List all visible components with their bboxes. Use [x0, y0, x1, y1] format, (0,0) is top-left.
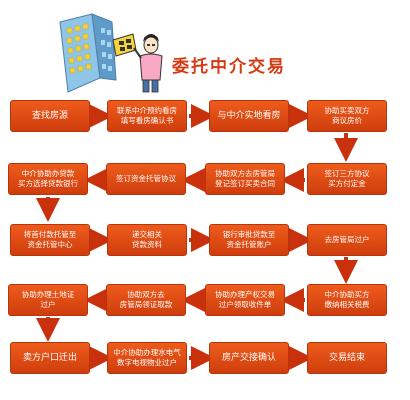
- step-receipt: 协助办理产权交易 过户领取收件单: [205, 284, 285, 316]
- step-label: 卖方户口迁出: [22, 352, 77, 363]
- step-label: 协助办理产权交易 过户领取收件单: [215, 290, 275, 309]
- step-label: 递交相关 贷款资料: [132, 230, 162, 249]
- step-utilities-transfer: 中介协助办理水电气 数字电视物业过户: [107, 342, 187, 374]
- step-label: 银行审批贷款至 资金托管账户: [222, 230, 276, 249]
- hero-illustration: [59, 13, 163, 93]
- step-label: 协助办理土地证 过户: [21, 290, 75, 309]
- step-hukou-move: 卖方户口迁出: [10, 342, 90, 374]
- step-label: 将首付款托管至 资金托管中心: [23, 230, 77, 249]
- step-negotiate-price: 协助买卖双方 商议房价: [307, 100, 387, 132]
- step-complete: 交易结束: [307, 342, 387, 374]
- step-label: 协助买卖双方 商议房价: [324, 106, 370, 125]
- step-site-viewing: 与中介实地看房: [209, 100, 289, 132]
- step-handover: 房产交接确认: [209, 342, 289, 374]
- step-label: 签订三方协议 买方付定金: [324, 169, 370, 188]
- agent-person-icon: [133, 34, 163, 93]
- step-label: 协助双方去房管局 登记签订买卖合同: [215, 169, 275, 188]
- page-title: 委托中介交易: [172, 57, 286, 77]
- step-label: 协助双方去 房管局领证取款: [119, 290, 173, 309]
- step-escrow-agreement: 签订资金托管协议: [106, 163, 186, 195]
- step-label: 中介协助买方 缴纳相关税费: [324, 290, 370, 309]
- house-sign-icon: [112, 33, 137, 57]
- step-submit-loan-docs: 递交相关 贷款资料: [107, 224, 187, 256]
- step-escrow-downpayment: 将首付款托管至 资金托管中心: [10, 224, 90, 256]
- step-label: 房产交接确认: [221, 352, 276, 363]
- step-label: 签订资金托管协议: [116, 174, 176, 183]
- step-bank-approval: 银行审批贷款至 资金托管账户: [209, 224, 289, 256]
- step-book-viewing: 联系中介预约看房 填写看房确认书: [107, 100, 187, 132]
- step-loan-bank: 中介协助办贷款 买方选择贷款银行: [8, 163, 88, 195]
- step-pay-taxes: 中介协助买方 缴纳相关税费: [307, 284, 387, 316]
- step-label: 中介协助办理水电气 数字电视物业过户: [113, 348, 181, 367]
- step-label: 交易结束: [328, 352, 365, 363]
- step-collect-cert: 协助双方去 房管局领证取款: [106, 284, 186, 316]
- step-label: 联系中介预约看房 填写看房确认书: [117, 106, 177, 125]
- building-icon: [59, 13, 117, 93]
- step-label: 查找房源: [31, 110, 68, 121]
- step-label: 与中介实地看房: [217, 110, 281, 121]
- step-find-listing: 查找房源: [10, 100, 90, 132]
- step-label: 去房管局过户: [324, 235, 370, 244]
- step-land-cert: 协助办理土地证 过户: [8, 284, 88, 316]
- step-label: 中介协助办贷款 买方选择贷款银行: [18, 169, 78, 188]
- step-sign-tripartite: 签订三方协议 买方付定金: [307, 163, 387, 195]
- step-transfer-title: 去房管局过户: [307, 224, 387, 256]
- step-register-contract: 协助双方去房管局 登记签订买卖合同: [205, 163, 285, 195]
